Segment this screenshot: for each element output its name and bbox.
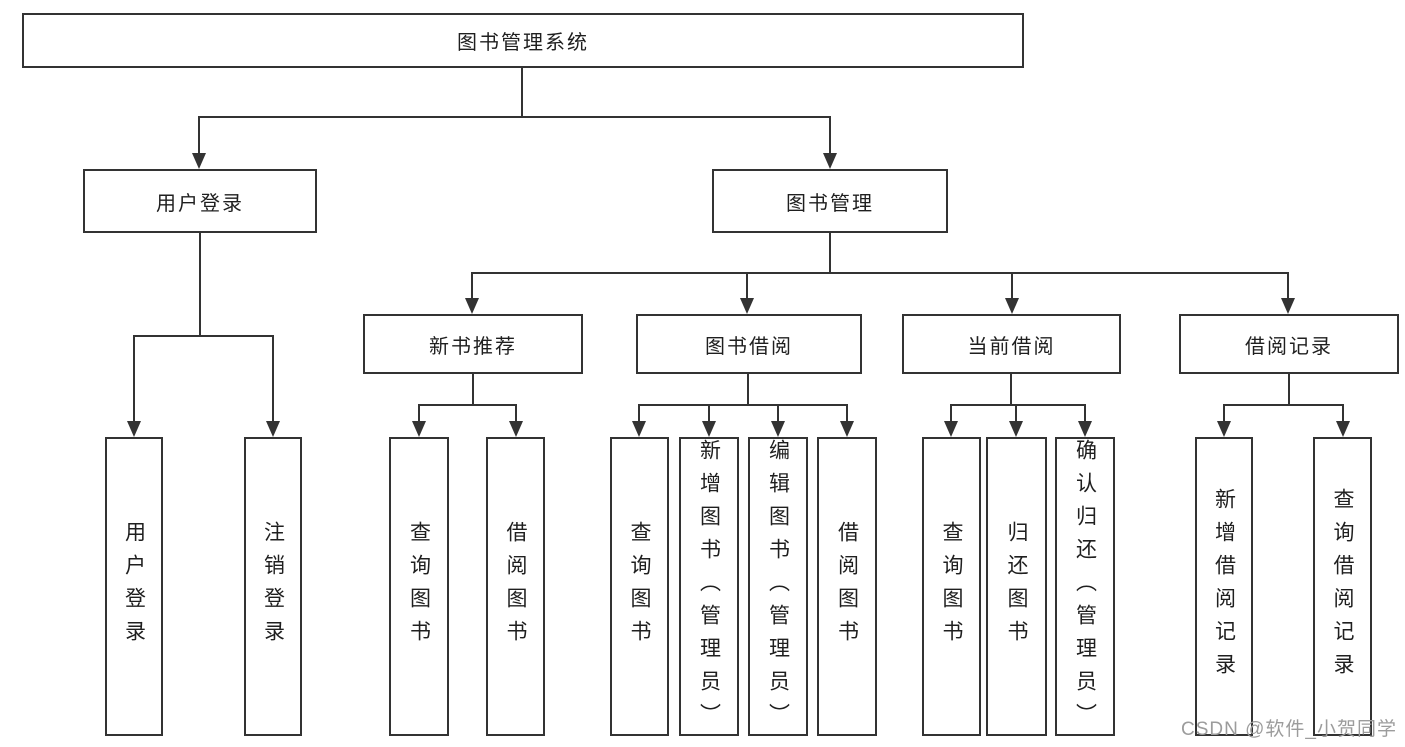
connector-line (746, 374, 750, 406)
leaf-records-query-record: 查询借阅记录 (1313, 437, 1372, 736)
connector-line (845, 405, 849, 422)
connector-line (828, 233, 832, 274)
leaf-borrow-borrow-books: 借阅图书 (817, 437, 877, 736)
connector-line (271, 336, 275, 422)
connector-line (1222, 403, 1345, 407)
arrow-down-icon (1281, 298, 1295, 314)
node-new-book-recommend: 新书推荐 (363, 314, 583, 374)
connector-line (949, 403, 1087, 407)
node-borrow-records: 借阅记录 (1179, 314, 1399, 374)
leaf-logout: 注销登录 (244, 437, 302, 736)
arrow-down-icon (702, 421, 716, 437)
leaf-borrow-query-books: 查询图书 (610, 437, 669, 736)
connector-line (520, 68, 524, 117)
arrow-down-icon (823, 153, 837, 169)
csdn-watermark: CSDN @软件_小贺同学 (1181, 719, 1397, 740)
arrow-down-icon (127, 421, 141, 437)
leaf-borrow-edit-books-admin: 编辑图书（管理员） (748, 437, 808, 736)
connector-line (828, 117, 832, 154)
arrow-down-icon (412, 421, 426, 437)
connector-line (197, 117, 201, 154)
node-root: 图书管理系统 (22, 13, 1024, 68)
connector-line (637, 403, 849, 407)
arrow-down-icon (632, 421, 646, 437)
leaf-user-login: 用户登录 (105, 437, 163, 736)
arrow-down-icon (1078, 421, 1092, 437)
connector-line (132, 334, 275, 338)
leaf-current-confirm-return-admin: 确认归还（管理员） (1055, 437, 1115, 736)
connector-line (1009, 374, 1013, 406)
connector-line (1010, 273, 1014, 299)
connector-line (776, 405, 780, 422)
arrow-down-icon (944, 421, 958, 437)
node-book-management: 图书管理 (712, 169, 948, 233)
connector-line (707, 405, 711, 422)
connector-line (1341, 405, 1345, 422)
arrow-down-icon (465, 298, 479, 314)
connector-line (1014, 405, 1018, 422)
leaf-rec-query-books: 查询图书 (389, 437, 449, 736)
arrow-down-icon (509, 421, 523, 437)
connector-line (949, 405, 953, 422)
connector-line (132, 336, 136, 422)
arrow-down-icon (266, 421, 280, 437)
connector-line (745, 273, 749, 299)
connector-line (470, 271, 1290, 275)
connector-line (1286, 273, 1290, 299)
connector-line (198, 233, 202, 337)
arrow-down-icon (1336, 421, 1350, 437)
connector-line (417, 403, 518, 407)
arrow-down-icon (740, 298, 754, 314)
connector-line (417, 405, 421, 422)
leaf-records-add-record: 新增借阅记录 (1195, 437, 1253, 736)
connector-line (1222, 405, 1226, 422)
connector-line (470, 273, 474, 299)
arrow-down-icon (840, 421, 854, 437)
leaf-borrow-add-books-admin: 新增图书（管理员） (679, 437, 739, 736)
leaf-rec-borrow-books: 借阅图书 (486, 437, 545, 736)
leaf-current-query-books: 查询图书 (922, 437, 981, 736)
node-current-borrow: 当前借阅 (902, 314, 1121, 374)
arrow-down-icon (771, 421, 785, 437)
connector-line (471, 374, 475, 406)
connector-line (197, 115, 832, 119)
arrow-down-icon (1009, 421, 1023, 437)
node-book-borrow: 图书借阅 (636, 314, 862, 374)
connector-line (637, 405, 641, 422)
arrow-down-icon (1217, 421, 1231, 437)
arrow-down-icon (192, 153, 206, 169)
node-user-login: 用户登录 (83, 169, 317, 233)
connector-line (1083, 405, 1087, 422)
arrow-down-icon (1005, 298, 1019, 314)
connector-line (1287, 374, 1291, 406)
leaf-current-return-books: 归还图书 (986, 437, 1047, 736)
connector-line (514, 405, 518, 422)
